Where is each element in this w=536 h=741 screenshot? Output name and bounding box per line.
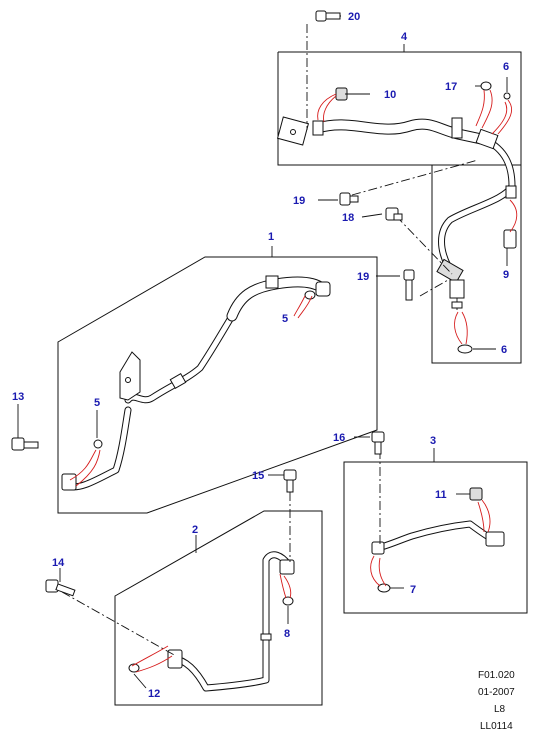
callout-10: 10 bbox=[384, 89, 396, 101]
callout-5-left: 5 bbox=[94, 397, 100, 409]
callout-19-lower: 19 bbox=[357, 271, 369, 283]
callout-8: 8 bbox=[284, 628, 290, 640]
callout-17: 17 bbox=[445, 81, 457, 93]
callout-19-upper: 19 bbox=[293, 195, 305, 207]
callout-20: 20 bbox=[348, 11, 360, 23]
bolt-16 bbox=[371, 431, 385, 455]
assembly-4-pipes bbox=[276, 81, 517, 354]
assembly-2-pipes bbox=[128, 551, 295, 692]
callout-16: 16 bbox=[333, 432, 345, 444]
callout-4: 4 bbox=[401, 31, 408, 43]
assembly-1-leaders bbox=[11, 295, 313, 487]
callout-3: 3 bbox=[430, 435, 436, 447]
callout-5-right: 5 bbox=[282, 313, 288, 325]
assembly-4-leaders bbox=[306, 15, 518, 350]
assembly-2-leaders bbox=[45, 469, 297, 689]
callout-12: 12 bbox=[148, 688, 160, 700]
callout-11: 11 bbox=[435, 489, 447, 501]
assembly-3-leaders bbox=[354, 431, 491, 589]
callout-13: 13 bbox=[12, 391, 24, 403]
bolt-19-lower bbox=[403, 269, 415, 301]
revision-date: 01-2007 bbox=[478, 687, 515, 698]
bolt-19-upper bbox=[339, 192, 359, 206]
assembly-3-pipes bbox=[371, 487, 505, 593]
bolt-15 bbox=[283, 469, 297, 493]
assembly-2-frame bbox=[114, 510, 323, 706]
callout-2: 2 bbox=[192, 524, 198, 536]
assembly-3-frame bbox=[343, 448, 528, 614]
callout-7: 7 bbox=[410, 584, 416, 596]
engine-code: L8 bbox=[494, 704, 506, 715]
bolt-20 bbox=[315, 10, 341, 22]
bolt-18 bbox=[385, 207, 403, 221]
callout-15: 15 bbox=[252, 470, 264, 482]
figure-number: F01.020 bbox=[478, 670, 515, 681]
callout-6-upper: 6 bbox=[503, 61, 509, 73]
assembly-4-frame bbox=[277, 44, 522, 364]
callout-18: 18 bbox=[342, 212, 354, 224]
callout-9: 9 bbox=[503, 269, 509, 281]
assembly-1-frame bbox=[57, 246, 378, 514]
illustration-code: LL0114 bbox=[480, 721, 513, 732]
callout-14: 14 bbox=[52, 557, 65, 569]
assembly-1-pipes bbox=[61, 275, 331, 491]
bolt-14 bbox=[45, 579, 76, 597]
callout-6-lower: 6 bbox=[501, 344, 507, 356]
callout-1: 1 bbox=[268, 231, 274, 243]
